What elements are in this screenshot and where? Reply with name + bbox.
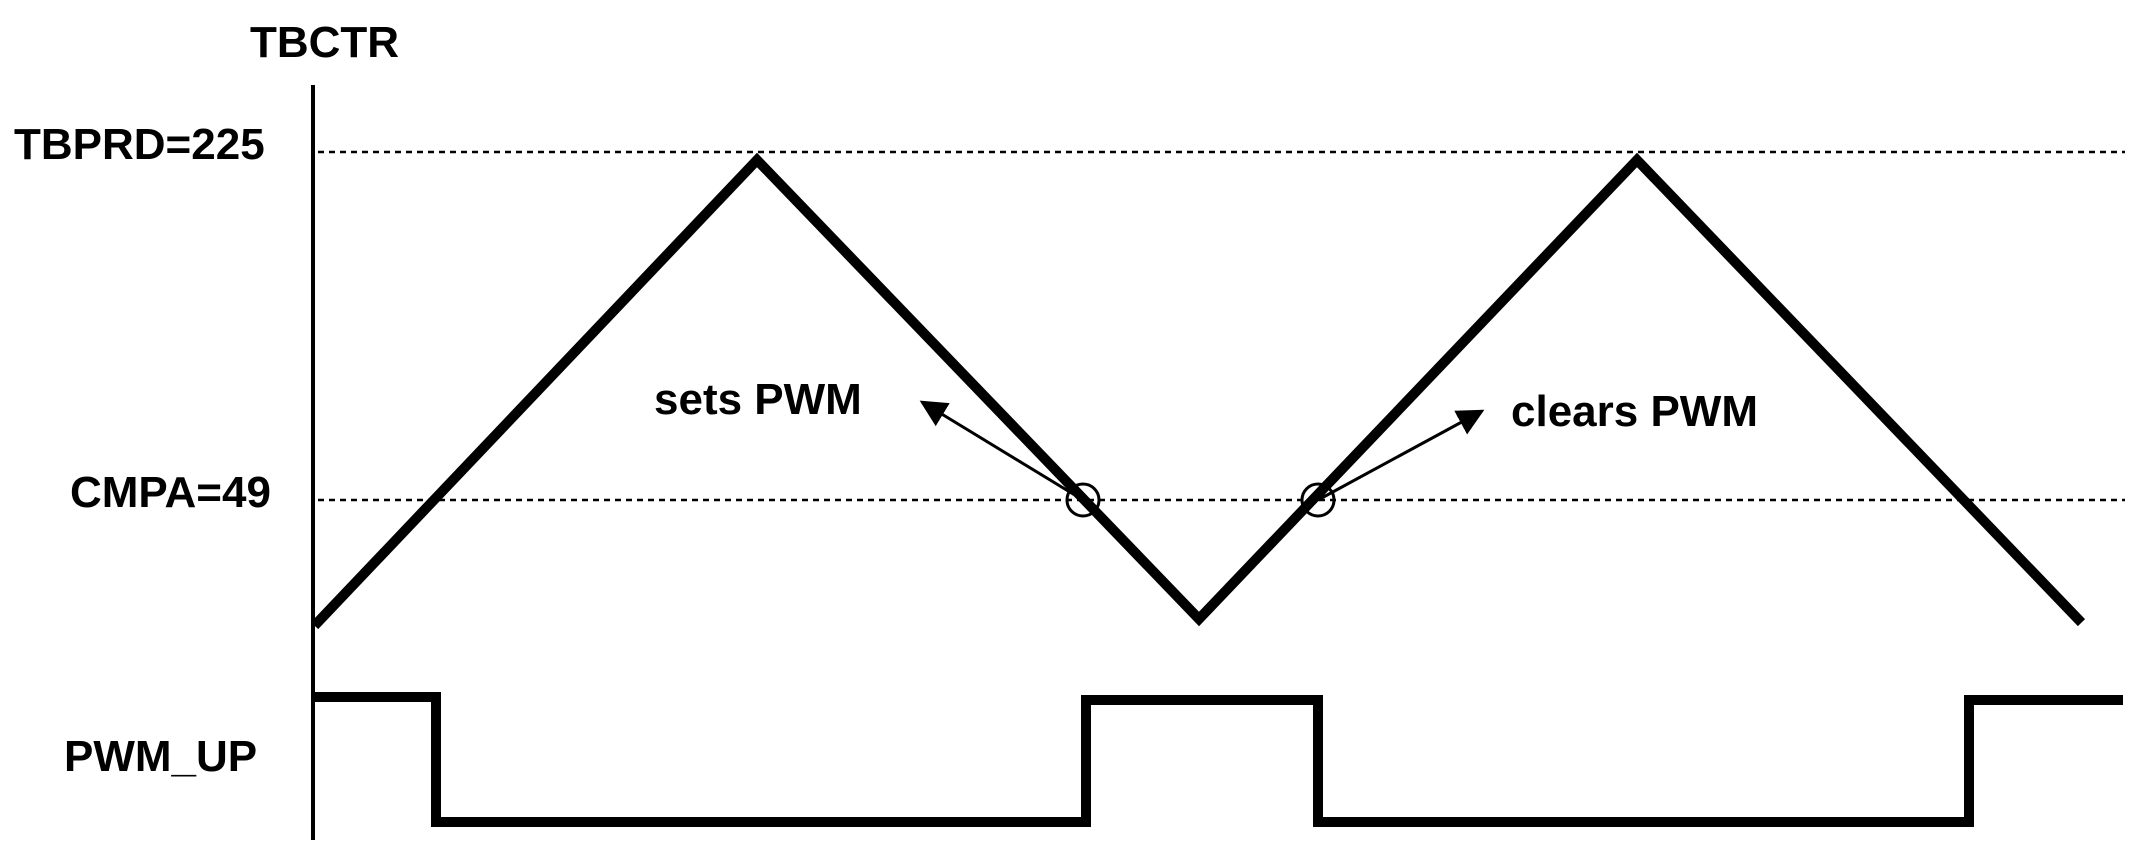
pwm-output-wave	[313, 692, 2123, 827]
set-event-marker	[1065, 482, 1101, 518]
counter-axis-label: TBCTR	[250, 18, 399, 67]
set-event-annotation: sets PWM	[654, 375, 862, 424]
counter-triangle-wave	[310, 152, 2086, 630]
period-label: TBPRD=225	[14, 120, 265, 169]
set-event-arrow	[919, 400, 1084, 502]
clear-event-arrow	[1317, 409, 1485, 502]
compare-label: CMPA=49	[70, 468, 271, 517]
clear-event-annotation: clears PWM	[1511, 387, 1758, 436]
clear-event-marker	[1300, 482, 1336, 518]
output-signal-label: PWM_UP	[64, 732, 257, 781]
